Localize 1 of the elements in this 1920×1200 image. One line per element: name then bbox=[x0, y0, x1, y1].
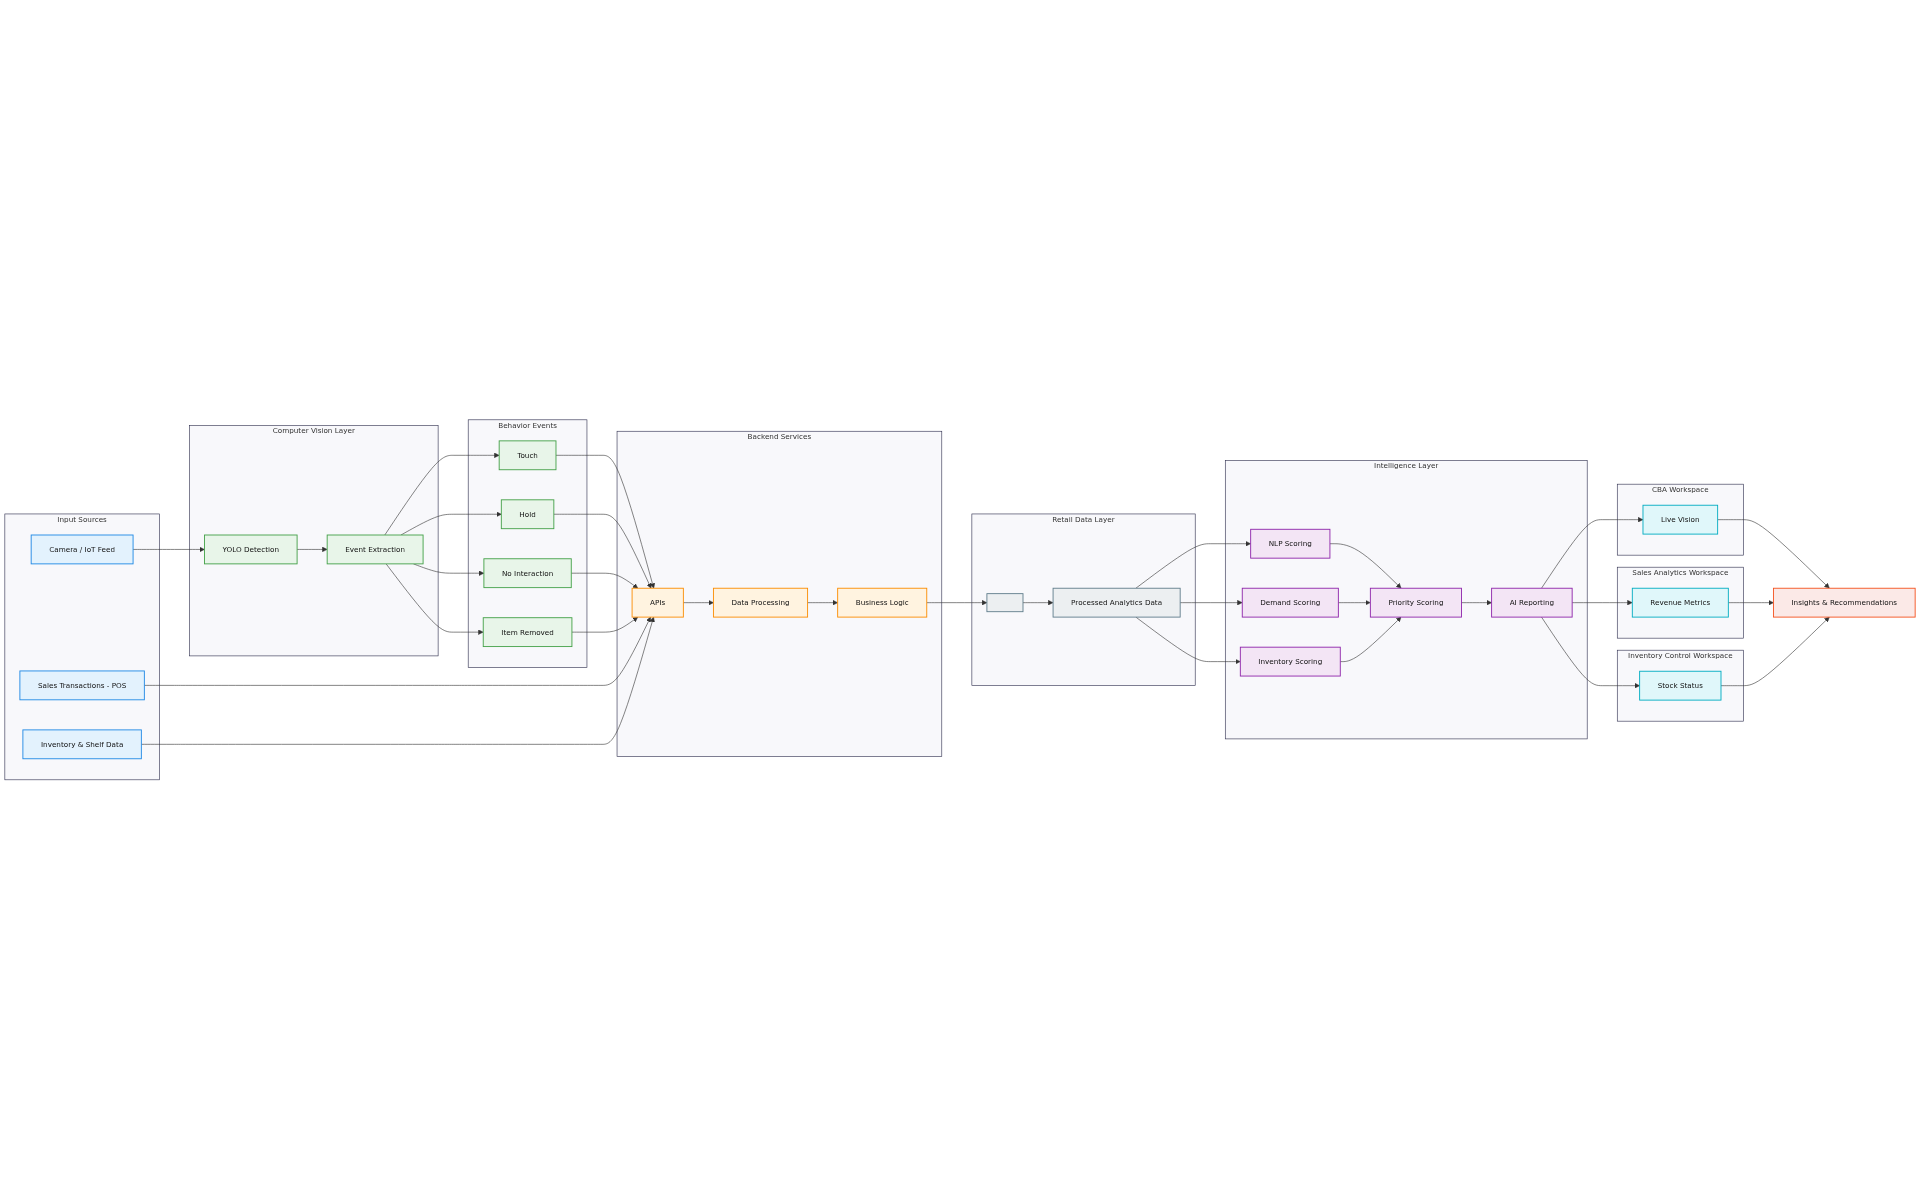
node-box bbox=[986, 593, 1024, 613]
